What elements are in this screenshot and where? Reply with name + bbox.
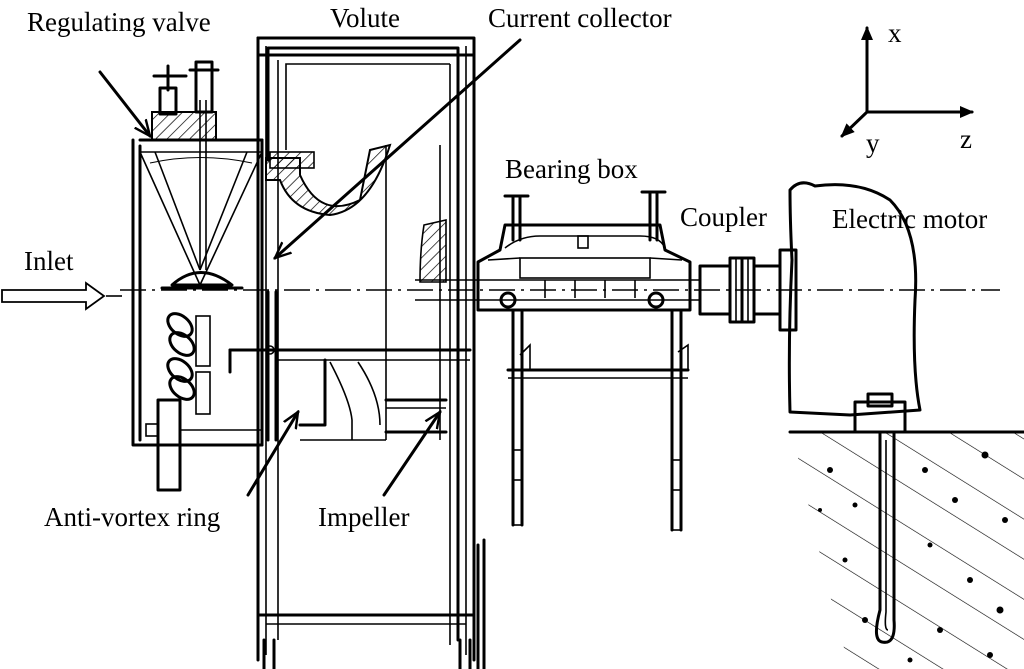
label-impeller: Impeller [318,502,409,532]
regulating-valve [131,60,264,492]
current-collector [265,143,447,440]
impeller-leader [382,412,440,497]
coupler [698,248,798,332]
gravel-dots [818,451,1008,663]
impeller [228,290,472,442]
axis-label-y: y [866,128,880,158]
label-electric-motor: Electric motor [832,204,987,234]
bearing-box [476,190,692,532]
label-bearing-box: Bearing box [505,154,638,184]
anti-vortex-ring-leader [246,412,298,497]
foundation [788,430,1024,669]
shaft [415,279,700,301]
label-current-collector: Current collector [488,3,672,33]
label-coupler: Coupler [680,202,767,232]
axis-label-x: x [888,18,902,48]
label-regulating-valve: Regulating valve [27,7,211,37]
label-volute: Volute [330,3,400,33]
axis-label-z: z [960,124,972,154]
inlet-arrow [1,281,122,311]
axis-system [840,26,974,138]
volute [256,36,486,669]
y-axis-arrow [840,110,869,138]
leader-arrows [98,38,522,497]
label-anti-vortex-ring: Anti-vortex ring [44,502,220,532]
current-collector-leader [275,38,522,258]
label-inlet: Inlet [24,246,74,276]
regulating-valve-leader [98,70,150,136]
